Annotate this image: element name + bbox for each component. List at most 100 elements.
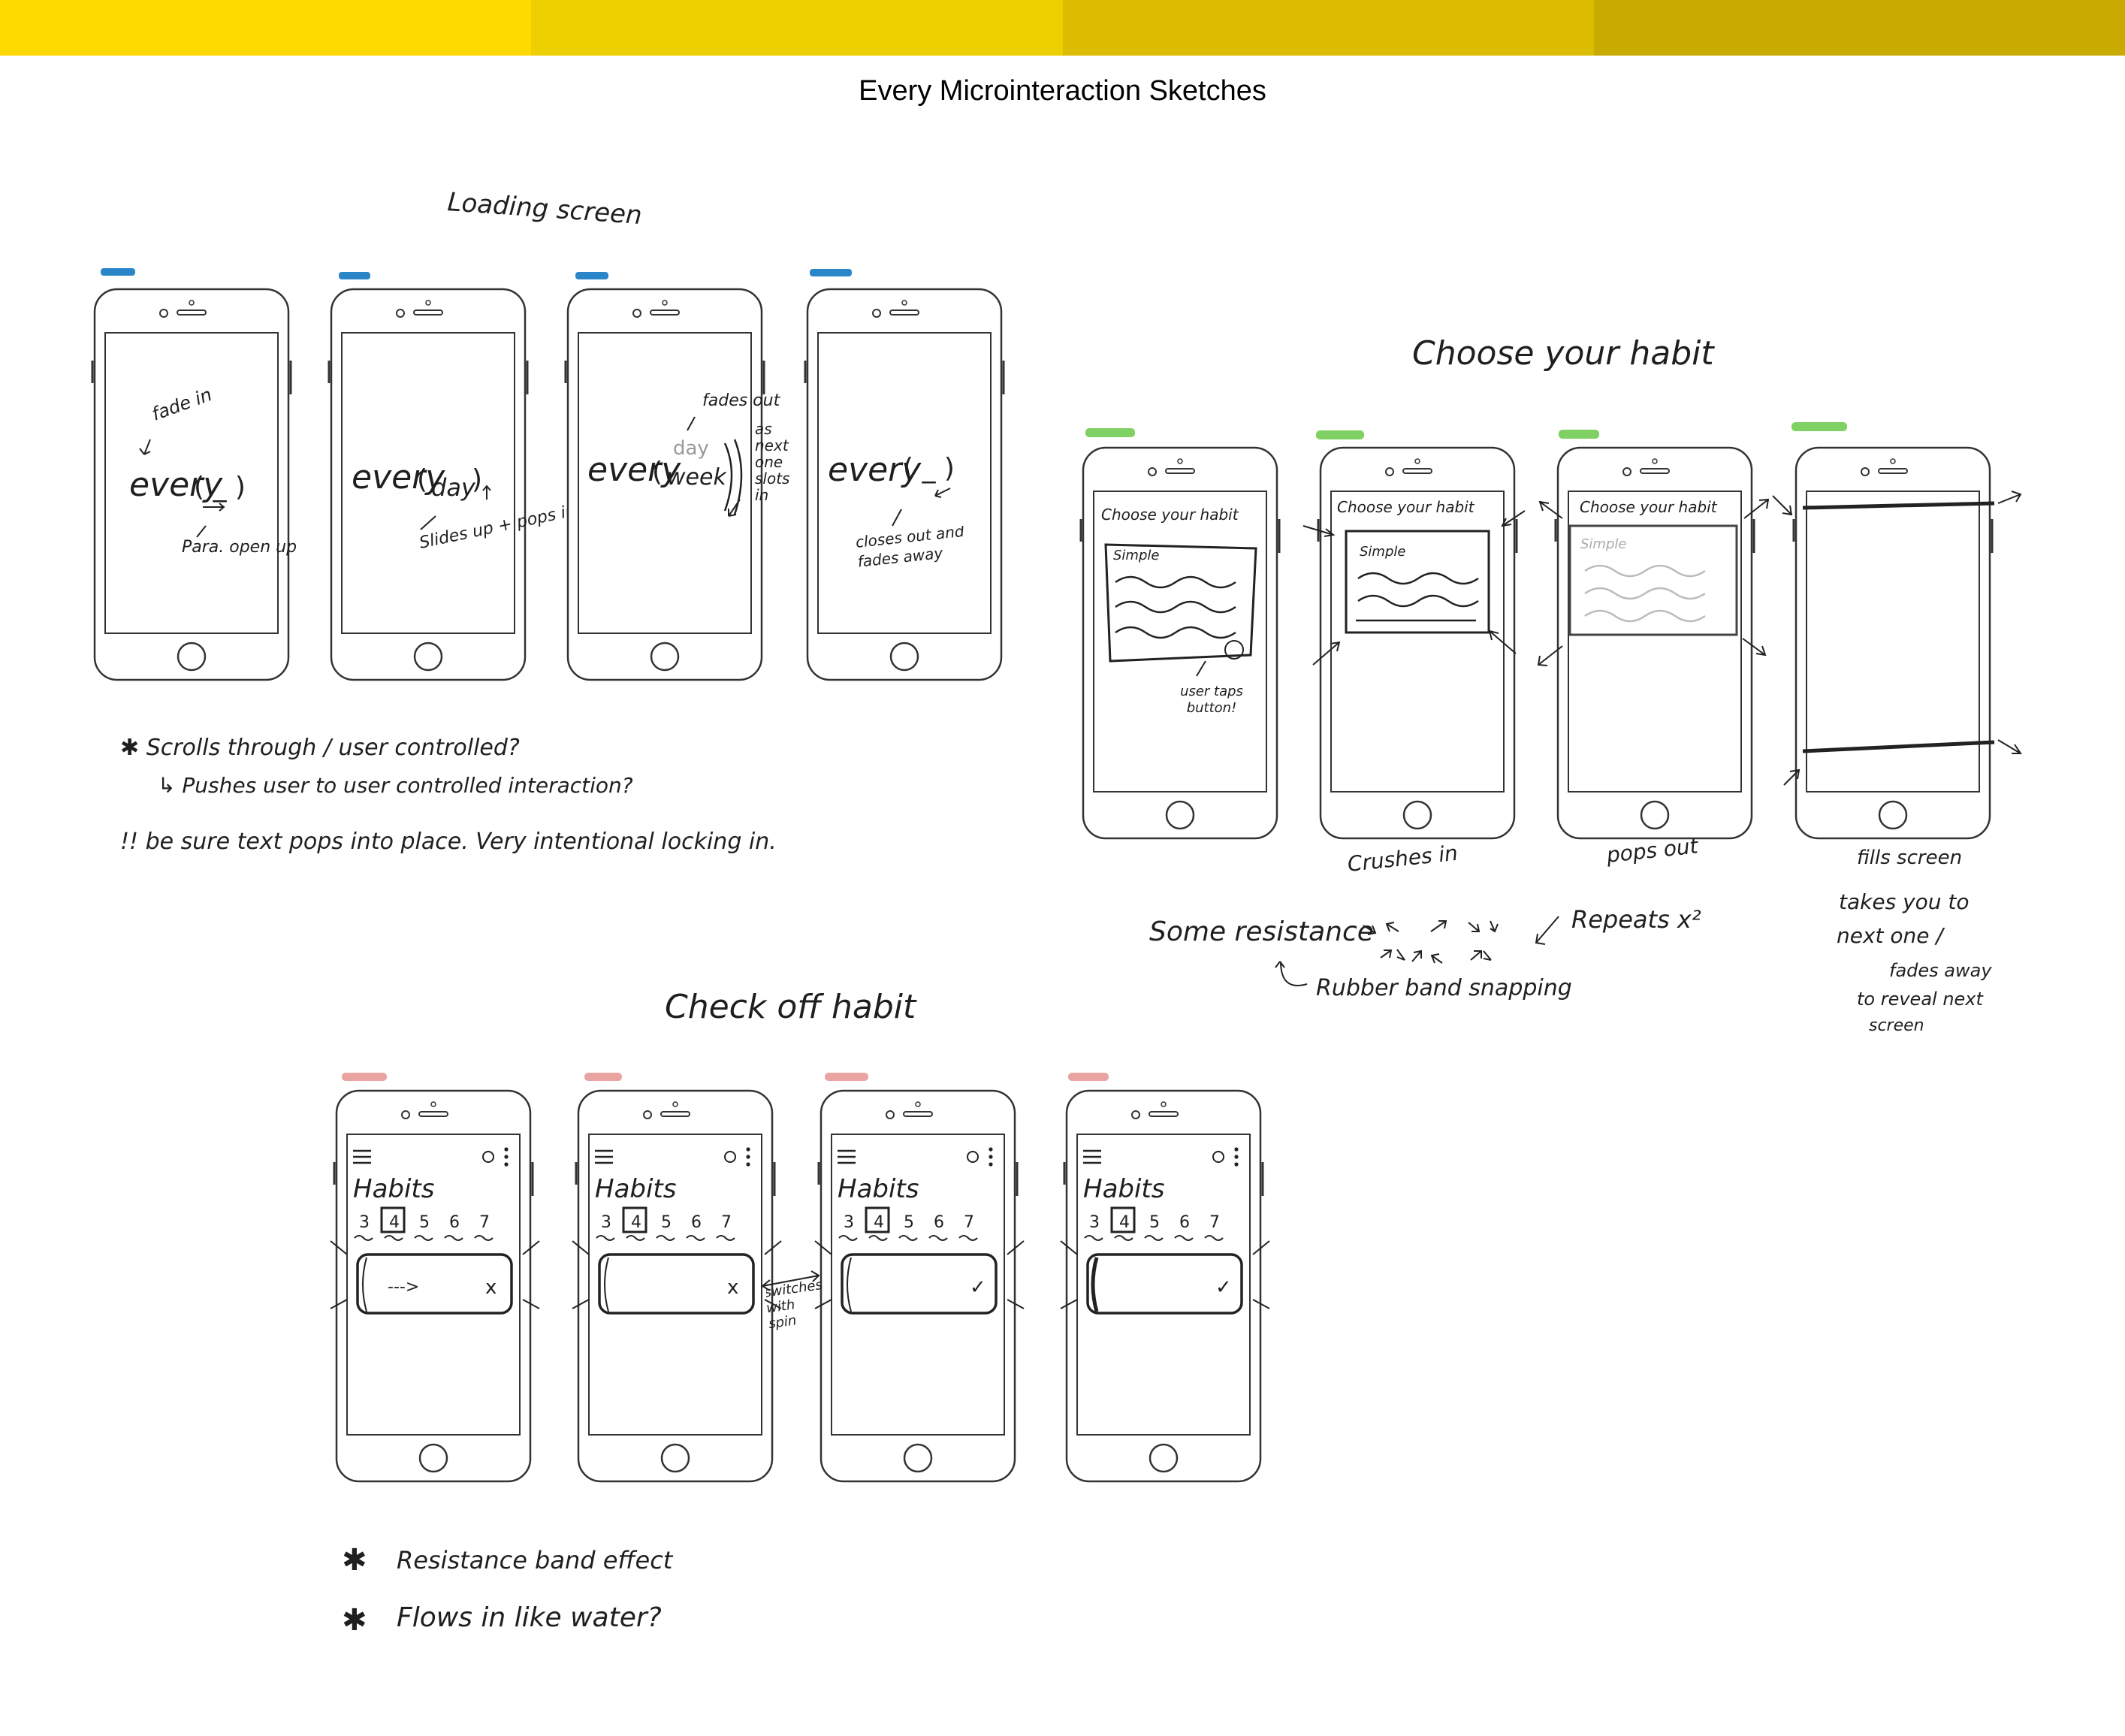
day-number[interactable]: 6 — [1179, 1213, 1190, 1232]
screen-header: Choose your habit — [1337, 498, 1475, 516]
arrow-in-icon — [1060, 1299, 1078, 1309]
check-section-title: Check off habit — [665, 988, 917, 1026]
paren-open: ( — [417, 464, 427, 495]
section-tab — [1791, 422, 1847, 431]
star-icon: ✱ — [342, 1603, 367, 1638]
day-number[interactable]: 5 — [1149, 1213, 1160, 1232]
choose-caption: fills screen — [1857, 847, 1962, 869]
section-tab — [810, 269, 852, 276]
habit-pill[interactable] — [1086, 1253, 1243, 1315]
arrow-in-icon — [1252, 1240, 1270, 1255]
loading-word: every — [352, 458, 445, 497]
water-drop-icon[interactable] — [1212, 1151, 1224, 1163]
check-note-1: Resistance band effect — [397, 1546, 674, 1574]
checkoff-mark[interactable]: x — [727, 1276, 738, 1299]
loading-frame-1: fade in every ( _ ) Para. open up — [91, 268, 297, 681]
day-number[interactable]: 7 — [1209, 1213, 1220, 1232]
more-options-icon[interactable] — [1234, 1147, 1239, 1167]
arrow-in-icon — [572, 1240, 590, 1255]
note-fills-2: next one / — [1837, 923, 1945, 948]
arrow-in-icon — [1060, 1240, 1078, 1255]
habit-card — [1568, 524, 1738, 636]
day-number[interactable]: 4 — [1119, 1213, 1130, 1232]
hamburger-menu-icon[interactable] — [595, 1149, 613, 1164]
day-number[interactable]: 7 — [479, 1213, 490, 1232]
selected-day-box — [380, 1206, 406, 1233]
day-number[interactable]: 4 — [874, 1213, 884, 1232]
water-drop-icon[interactable] — [482, 1151, 494, 1163]
card-label: Simple — [1360, 544, 1405, 560]
paren-open: ( — [652, 457, 663, 488]
check-frame-3: Habits 3 4 5 6 7 ✓ — [814, 1073, 1025, 1483]
stripe-segment-3 — [1062, 0, 1594, 56]
day-number[interactable]: 7 — [721, 1213, 732, 1232]
day-number[interactable]: 6 — [691, 1213, 702, 1232]
note-next-slots: as next one slots in — [755, 421, 790, 504]
checkoff-mark[interactable]: ✓ — [1215, 1276, 1232, 1299]
habits-title: Habits — [1083, 1174, 1164, 1204]
day-number[interactable]: 6 — [449, 1213, 460, 1232]
note-fades-out: fades out — [702, 391, 781, 410]
note-switches: switches with spin — [766, 1281, 824, 1333]
more-options-icon[interactable] — [746, 1147, 750, 1167]
habit-pill[interactable] — [598, 1253, 755, 1315]
arrow-in-icon — [814, 1299, 832, 1309]
note-closes-out: closes out and fades away — [856, 526, 965, 571]
more-options-icon[interactable] — [989, 1147, 993, 1167]
section-tab — [342, 1073, 387, 1081]
habit-pill[interactable] — [841, 1253, 998, 1315]
stripe-segment-1 — [0, 0, 532, 56]
day-number[interactable]: 4 — [389, 1213, 400, 1232]
arrow-in-icon — [330, 1299, 348, 1309]
note-para-open: Para. open up — [182, 538, 297, 557]
choose-caption: Crushes in — [1346, 841, 1459, 877]
checkoff-mark[interactable]: x — [485, 1276, 497, 1299]
loading-slot: week — [667, 464, 727, 491]
habit-card[interactable] — [1104, 543, 1257, 663]
day-number[interactable]: 7 — [964, 1213, 974, 1232]
return-arrow-icon: ↳ — [158, 773, 182, 798]
hamburger-menu-icon[interactable] — [838, 1149, 856, 1164]
habits-title: Habits — [838, 1174, 919, 1204]
water-drop-icon[interactable] — [724, 1151, 736, 1163]
note-user-taps: user taps button! — [1180, 684, 1243, 716]
arrow-in-icon — [572, 1299, 590, 1309]
checkoff-mark[interactable]: ✓ — [970, 1276, 986, 1299]
day-number[interactable]: 3 — [1089, 1213, 1100, 1232]
day-number[interactable]: 4 — [631, 1213, 641, 1232]
arrow-in-icon — [814, 1240, 832, 1255]
choose-frame-2: Choose your habit Simple Crushes in — [1302, 430, 1526, 877]
day-number[interactable]: 5 — [661, 1213, 672, 1232]
day-number[interactable]: 6 — [934, 1213, 944, 1232]
hamburger-menu-icon[interactable] — [1083, 1149, 1101, 1164]
loading-note-2: ↳ Pushes user to user controlled interac… — [158, 773, 633, 798]
loading-note-1: ✱ Scrolls through / user controlled? — [120, 735, 520, 761]
day-number[interactable]: 5 — [904, 1213, 914, 1232]
note-fills-4: to reveal next — [1857, 989, 1985, 1010]
section-tab — [575, 272, 608, 279]
habit-pill[interactable] — [356, 1253, 513, 1315]
choose-section-title: Choose your habit — [1412, 334, 1715, 373]
top-stripe — [0, 0, 2125, 56]
day-number[interactable]: 3 — [601, 1213, 611, 1232]
more-options-icon[interactable] — [504, 1147, 509, 1167]
arrow-in-icon — [522, 1240, 540, 1255]
day-number[interactable]: 3 — [359, 1213, 370, 1232]
day-number[interactable]: 3 — [844, 1213, 854, 1232]
water-drop-icon[interactable] — [967, 1151, 979, 1163]
loading-slot: day — [431, 473, 476, 502]
arrow-in-icon — [764, 1240, 782, 1255]
star-icon: ✱ — [342, 1543, 367, 1577]
tap-hand-icon — [1224, 640, 1244, 660]
section-tab — [1085, 428, 1135, 437]
habits-title: Habits — [595, 1174, 676, 1204]
loading-word: every — [587, 451, 681, 489]
day-number[interactable]: 5 — [419, 1213, 430, 1232]
hamburger-menu-icon[interactable] — [353, 1149, 371, 1164]
arrow-in-icon — [764, 1299, 782, 1309]
card-label: Simple — [1113, 548, 1159, 563]
choose-frame-4: fills screen — [1772, 422, 2022, 869]
